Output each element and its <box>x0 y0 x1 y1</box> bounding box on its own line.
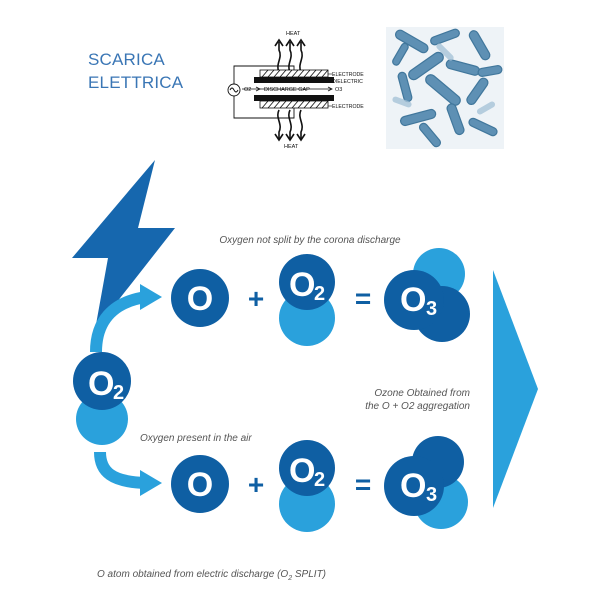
caption-bottom-end: SPLIT) <box>292 569 327 580</box>
heat-label-bottom: HEAT <box>284 144 299 150</box>
lightning-bolt-icon <box>72 160 175 330</box>
heat-label-top: HEAT <box>286 31 301 37</box>
oxygen-atom-top <box>171 269 229 327</box>
o2-molecule-bottom: O 2 <box>279 440 335 532</box>
o2-source-main: O <box>88 365 114 403</box>
o2-molecule-bottom-main: O <box>289 452 315 490</box>
oxygen-atom-top-label: O <box>187 280 213 318</box>
ozone-bottom-sub: 3 <box>426 484 437 506</box>
ozone-molecule-top: O 3 <box>384 248 470 342</box>
caption-bottom-sub: 2 <box>288 575 293 582</box>
o2-source-sub: 2 <box>113 382 124 404</box>
discharge-gap <box>242 86 333 92</box>
output-o3-label: O3 <box>335 87 342 93</box>
ac-source <box>227 65 295 119</box>
heat-arrows-bottom <box>274 109 306 142</box>
title-line-1: SCARICA <box>88 50 165 69</box>
equals-sign-bottom: = <box>355 469 371 500</box>
o2-source-molecule: O 2 <box>73 352 131 445</box>
caption-ozone-obtained: Ozone Obtained from the O + O2 aggregati… <box>330 387 470 413</box>
bacteria-micrograph-image <box>386 27 504 149</box>
dielectric-label: DIELECTRIC <box>332 79 363 85</box>
caption-oxygen-not-split: Oxygen not split by the corona discharge <box>219 235 401 246</box>
o2-molecule-bottom-sub: 2 <box>314 469 325 491</box>
o2-molecule-top-main: O <box>289 266 315 304</box>
ozone-bottom-main: O <box>400 467 426 505</box>
triangle-arrow-icon <box>493 270 538 508</box>
corona-discharge-schematic: HEAT O2 DISCHARGE GAP O3 ELECTRODE DIELE… <box>227 31 364 150</box>
title-line-2: ELETTRICA <box>88 73 184 92</box>
electrode-bottom-label: ELECTRODE <box>332 104 364 110</box>
ozone-top-sub: 3 <box>426 298 437 320</box>
plus-sign-top: + <box>248 283 264 314</box>
curved-arrow-up-icon <box>90 284 162 353</box>
dielectric-layer <box>254 77 334 83</box>
o2-molecule-top-sub: 2 <box>314 283 325 305</box>
title: SCARICA ELETTRICA <box>88 48 198 94</box>
dielectric-layer-bottom <box>254 95 334 101</box>
heat-arrows-top <box>274 38 306 73</box>
caption-ozone-line-1: Ozone Obtained from <box>374 388 470 399</box>
input-o2-label: O2 <box>244 87 251 93</box>
curved-arrow-down-icon <box>94 451 162 496</box>
electrode-top-label: ELECTRODE <box>332 72 364 78</box>
reaction-row-top: O + O 2 = O 3 <box>171 248 470 346</box>
caption-o-atom-split: O atom obtained from electric discharge … <box>97 569 417 582</box>
ozone-molecule-bottom: O 3 <box>384 436 468 529</box>
ozone-top-main: O <box>400 281 426 319</box>
oxygen-atom-bottom-label: O <box>187 466 213 504</box>
equals-sign-top: = <box>355 283 371 314</box>
caption-ozone-line-2: the O + O2 aggregation <box>365 401 470 412</box>
o2-molecule-top: O 2 <box>279 254 335 346</box>
discharge-gap-label: DISCHARGE GAP <box>264 87 310 93</box>
caption-oxygen-in-air: Oxygen present in the air <box>140 433 252 444</box>
caption-bottom-main: O atom obtained from electric discharge … <box>97 569 289 580</box>
plus-sign-bottom: + <box>248 469 264 500</box>
reaction-row-bottom: O + O 2 = O 3 <box>171 436 468 532</box>
oxygen-atom-bottom <box>171 455 229 513</box>
